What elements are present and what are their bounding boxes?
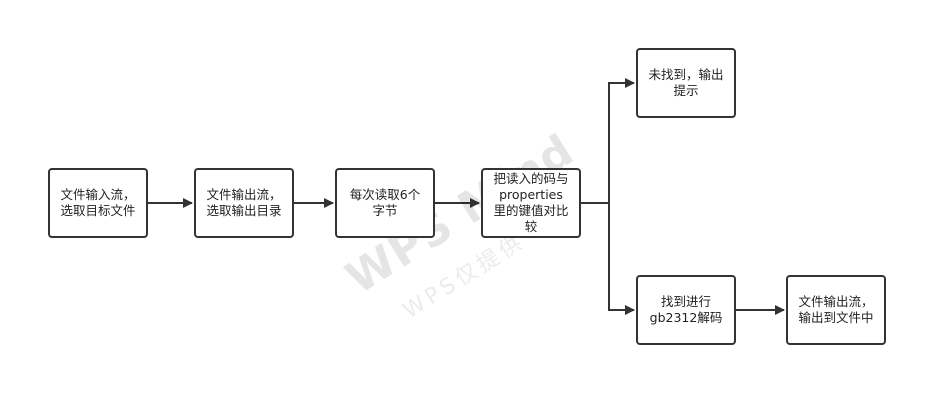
node-output-stream-label: 文件输出流， 选取输出目录 bbox=[206, 187, 282, 218]
node-found-decode-label: 找到进行 gb2312解码 bbox=[649, 294, 723, 325]
node-input-stream-label: 文件输入流， 选取目标文件 bbox=[60, 187, 136, 218]
node-not-found: 未找到，输出 提示 bbox=[636, 48, 736, 118]
node-compare-properties: 把读入的码与 properties 里的键值对比 较 bbox=[481, 168, 581, 238]
node-compare-properties-label: 把读入的码与 properties 里的键值对比 较 bbox=[493, 171, 569, 234]
node-input-stream: 文件输入流， 选取目标文件 bbox=[48, 168, 148, 238]
node-not-found-label: 未找到，输出 提示 bbox=[648, 67, 724, 98]
node-output-stream: 文件输出流， 选取输出目录 bbox=[194, 168, 294, 238]
node-read-bytes: 每次读取6个 字节 bbox=[335, 168, 435, 238]
node-write-output: 文件输出流， 输出到文件中 bbox=[786, 275, 886, 345]
node-write-output-label: 文件输出流， 输出到文件中 bbox=[798, 294, 874, 325]
node-read-bytes-label: 每次读取6个 字节 bbox=[349, 187, 421, 218]
node-found-decode: 找到进行 gb2312解码 bbox=[636, 275, 736, 345]
